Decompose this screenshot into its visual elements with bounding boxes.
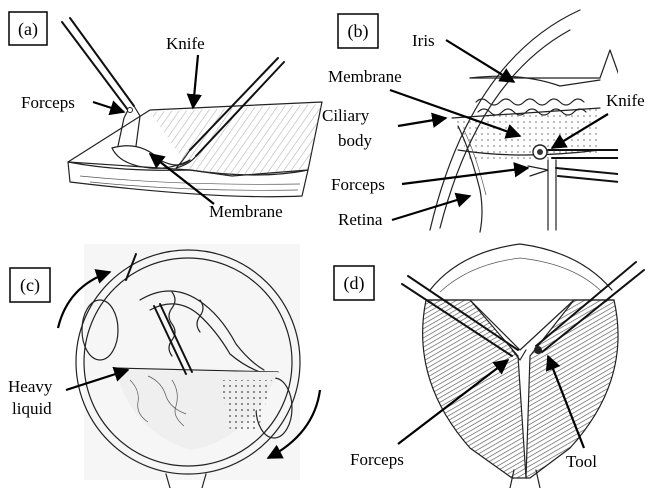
panel-c-tag: (c) (20, 275, 40, 296)
panel-a: (a) Knife Forceps Membrane (9, 12, 322, 221)
forceps-label-d: Forceps (350, 450, 404, 469)
panel-b-tag: (b) (348, 21, 369, 42)
forceps-label-a: Forceps (21, 93, 75, 112)
tissue-slab-drawing (68, 102, 322, 197)
forceps-instrument-a (62, 18, 140, 146)
membrane-label-b: Membrane (328, 67, 402, 86)
forceps-label-b: Forceps (331, 175, 385, 194)
ciliary-body-label-line1: Ciliary (322, 106, 370, 125)
panel-b: (b) Iris Membrane Ciliary body Knife For… (322, 0, 660, 232)
panel-a-tag: (a) (18, 19, 38, 40)
knife-label-a: Knife (166, 34, 205, 53)
heavy-liquid-label-line1: Heavy (8, 377, 53, 396)
retina-label-b: Retina (338, 210, 383, 229)
panel-c: (c) Heavy liquid (8, 244, 320, 488)
heavy-liquid-label-line2: liquid (12, 399, 52, 418)
tool-label-d: Tool (566, 452, 597, 471)
knife-label-b: Knife (606, 91, 645, 110)
ciliary-body-label-line2: body (338, 131, 373, 150)
membrane-label-a: Membrane (209, 202, 283, 221)
panel-d: (d) Forceps Tool (334, 244, 644, 488)
panel-d-tag: (d) (344, 273, 365, 294)
iris-label-b: Iris (412, 31, 435, 50)
